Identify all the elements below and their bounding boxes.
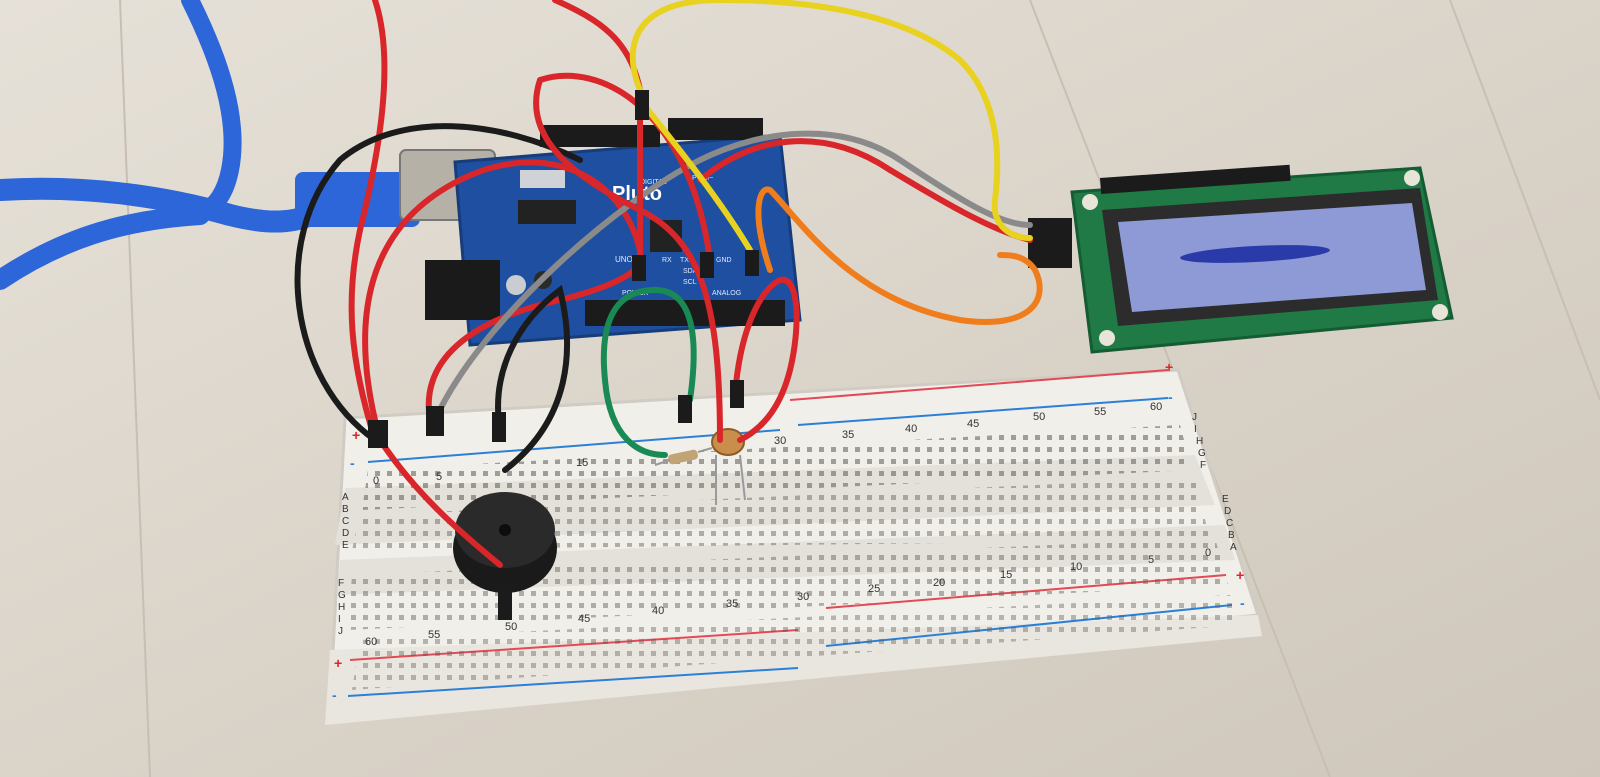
bb-top-num-30: 30 [774,435,786,447]
bb-row-e: E [342,540,349,551]
arduino-silk-rx: RX [662,257,672,264]
arduino-silk-gnd: GND [716,257,732,264]
bb-bot-num-10: 10 [1070,561,1082,573]
wire-red-1 [348,0,388,443]
rail-plus-right-bottom: + [1236,567,1244,583]
bb-row-j: J [338,626,343,637]
bb-right-d: D [1224,506,1231,517]
arduino-silk-sda: SDA [683,268,698,275]
bb-top-num-60: 60 [1150,401,1162,413]
bb-bot-num-30: 30 [797,591,809,603]
photoresistor [711,428,746,505]
resistor [654,447,713,466]
arduino-silk-digital: DIGITAL [640,179,667,186]
bb-bot-num-50: 50 [505,621,517,633]
rail-plus-left-top: + [352,427,360,443]
wire-green [600,286,697,458]
rail-minus-right-bottom: - [1240,595,1245,611]
bb-top-num-45: 45 [967,418,979,430]
bb-row-a: A [342,492,349,503]
bb-right-c: C [1226,518,1233,529]
bb-right-b: B [1228,530,1235,541]
bb-row-i: I [338,614,341,625]
bb-right-a: A [1230,542,1237,553]
bb-right-h: H [1196,436,1203,447]
bb-bot-num-5: 5 [1148,554,1154,566]
wire-red-9 [697,138,1033,243]
bb-top-num-35: 35 [842,429,854,441]
wire-red-2 [377,437,503,568]
bb-bot-num-35: 35 [726,598,738,610]
rail-blue-top-right [797,397,1169,426]
bb-top-num-15: 15 [576,457,588,469]
wire-yellow [629,0,1033,241]
arduino-model-label: UNO R3 [615,255,646,264]
rail-minus-left-top: - [350,455,355,471]
bb-bot-num-55: 55 [428,629,440,641]
bb-row-d: D [342,528,349,539]
wire-orange [755,186,1043,325]
lcd-module [1028,164,1454,354]
wire-red-10 [732,276,800,443]
bb-bot-num-60: 60 [365,636,377,648]
bb-right-i: I [1194,424,1197,435]
rail-plus-right-top: + [1165,359,1173,375]
bb-right-f: F [1200,460,1206,471]
wire-yellow-2 [637,97,753,253]
wire-red-4 [425,257,643,423]
rail-minus-right-top: - [1168,389,1173,405]
wire-pin-headers [368,90,759,448]
bb-row-h: H [338,602,345,613]
bb-top-num-40: 40 [905,423,917,435]
rail-plus-left-bottom: + [334,655,342,671]
arduino-silk-tx: TX [680,257,689,264]
rail-blue-top-left [367,429,781,463]
bb-bot-num-40: 40 [652,605,664,617]
bb-row-g: G [338,590,346,601]
bb-row-c: C [342,516,349,527]
bb-right-g: G [1198,448,1206,459]
bb-row-b: B [342,504,349,515]
rail-minus-left-bottom: - [332,687,337,703]
wire-black-2 [495,284,570,473]
bb-right-j: J [1192,412,1197,423]
bb-top-num-50: 50 [1033,411,1045,423]
arduino-silk-scl: SCL [683,279,697,286]
arduino-silk-analog: ANALOG [712,290,741,297]
wire-gray [432,130,1033,423]
breadboard: 0 5 15 30 35 40 45 50 55 60 60 55 50 45 … [325,359,1262,725]
bb-bot-num-20: 20 [933,577,945,589]
bb-bot-num-25: 25 [868,583,880,595]
wire-black-1 [294,123,583,443]
bb-bot-num-0: 0 [1205,547,1211,559]
rail-red-top [789,369,1169,401]
bb-right-e: E [1222,494,1229,505]
bb-top-num-0: 0 [373,475,379,487]
bb-row-f: F [338,578,344,589]
bb-top-num-55: 55 [1094,406,1106,418]
bb-bot-num-45: 45 [578,613,590,625]
rail-blue-bottom-left [347,667,799,697]
wire-red-7 [533,77,723,443]
bb-bot-num-15: 15 [1000,569,1012,581]
bb-top-num-5: 5 [436,471,442,483]
